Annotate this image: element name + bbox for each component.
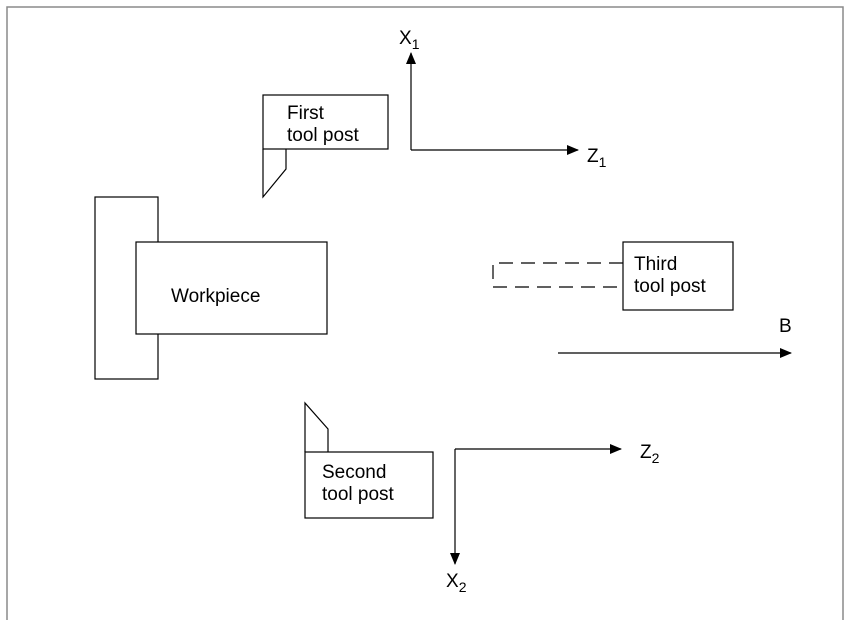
first-tool-tip xyxy=(262,149,287,199)
first-tool-post-line2: tool post xyxy=(287,125,359,146)
second-tool-post-line2: tool post xyxy=(322,484,394,505)
third-tool-post-line2: tool post xyxy=(634,276,706,297)
z2-axis-label: Z2 xyxy=(640,442,659,466)
workpiece-box xyxy=(135,241,328,335)
first-tool-post-box xyxy=(262,94,389,150)
second-tool-tip xyxy=(304,401,329,452)
third-tool-post-box xyxy=(622,241,734,311)
x2-letter: X xyxy=(446,571,459,592)
first-tool-post-label: First tool post xyxy=(287,103,359,147)
first-tool-post-line1: First xyxy=(287,103,324,124)
x1-subscript: 1 xyxy=(411,36,420,52)
x1-axis-label: X1 xyxy=(399,28,419,52)
x2-subscript: 2 xyxy=(458,579,467,595)
z1-letter: Z xyxy=(587,146,599,167)
third-tool-post-label: Third tool post xyxy=(634,254,706,298)
z1-axis-label: Z1 xyxy=(587,146,606,170)
x2-axis-label: X2 xyxy=(446,571,466,595)
x1-letter: X xyxy=(399,28,412,49)
second-tool-post-label: Second tool post xyxy=(322,462,394,506)
second-tool-post-box xyxy=(304,451,434,519)
third-tool-post-line1: Third xyxy=(634,254,678,275)
z2-subscript: 2 xyxy=(651,450,660,466)
z2-letter: Z xyxy=(640,442,652,463)
workpiece-label: Workpiece xyxy=(171,286,261,307)
second-tool-post-line1: Second xyxy=(322,462,387,483)
z1-subscript: 1 xyxy=(598,154,607,170)
b-axis-label: B xyxy=(779,316,792,337)
frame-border xyxy=(6,6,844,620)
third-tool-dashed-tool xyxy=(492,262,623,288)
